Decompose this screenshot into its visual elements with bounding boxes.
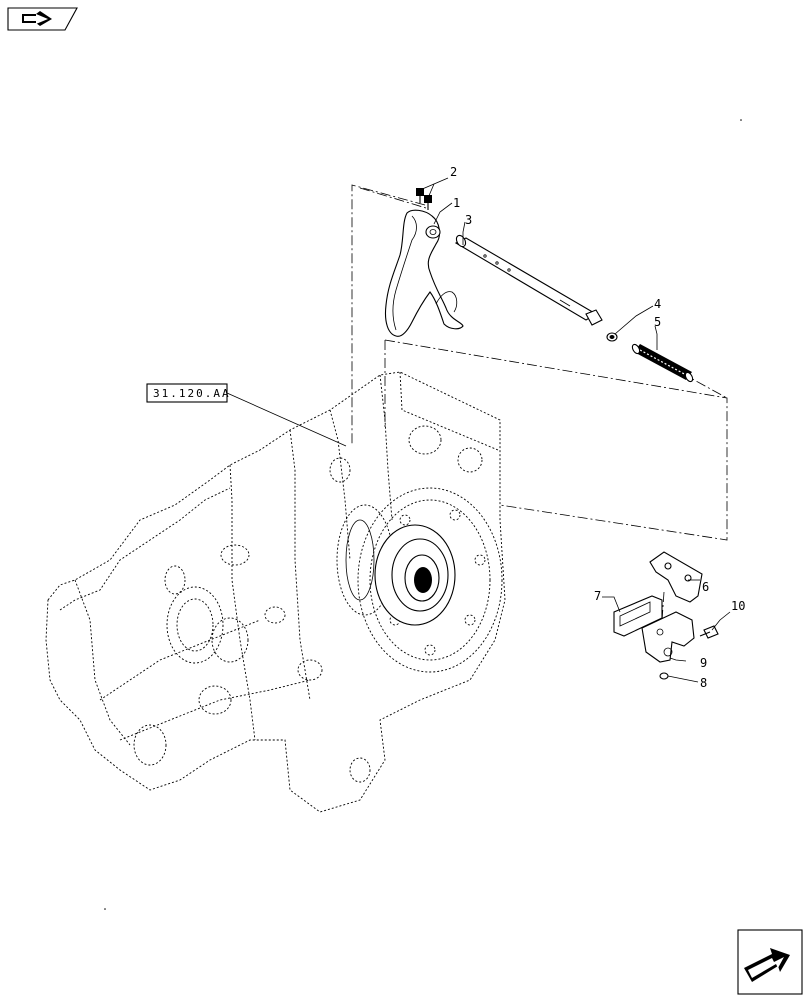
snap-ring-part (606, 332, 618, 342)
callout-1: 1 (453, 196, 460, 210)
bolt-part (699, 625, 719, 639)
reference-label-text: 31.120.AA (153, 387, 231, 400)
callout-8: 8 (700, 676, 707, 690)
screw-part (416, 188, 432, 210)
callout-9: 9 (700, 656, 707, 670)
previous-page-arrow-icon[interactable] (7, 7, 78, 31)
plug-part (659, 672, 669, 680)
stray-dot (740, 119, 742, 121)
bracket-body-part (641, 611, 695, 663)
hub-assembly (345, 519, 456, 626)
callout-3: 3 (465, 213, 472, 227)
spring-part (631, 343, 694, 383)
callout-5: 5 (654, 315, 661, 329)
shift-rod-part (454, 234, 603, 326)
callout-4: 4 (654, 297, 661, 311)
callout-leaders (419, 177, 731, 683)
callout-numbers: 2 1 3 4 5 6 7 10 9 8 (450, 165, 745, 690)
detent-bracket-part (649, 551, 703, 603)
shift-fork-part (384, 209, 464, 337)
next-page-arrow-icon[interactable] (737, 929, 803, 995)
callout-10: 10 (731, 599, 745, 613)
callout-7: 7 (594, 589, 601, 603)
reference-label-box[interactable]: 31.120.AA (146, 383, 347, 447)
callout-6: 6 (702, 580, 709, 594)
assembly-guide-lines (351, 184, 728, 651)
stray-dot (104, 908, 106, 910)
callout-2: 2 (450, 165, 457, 179)
